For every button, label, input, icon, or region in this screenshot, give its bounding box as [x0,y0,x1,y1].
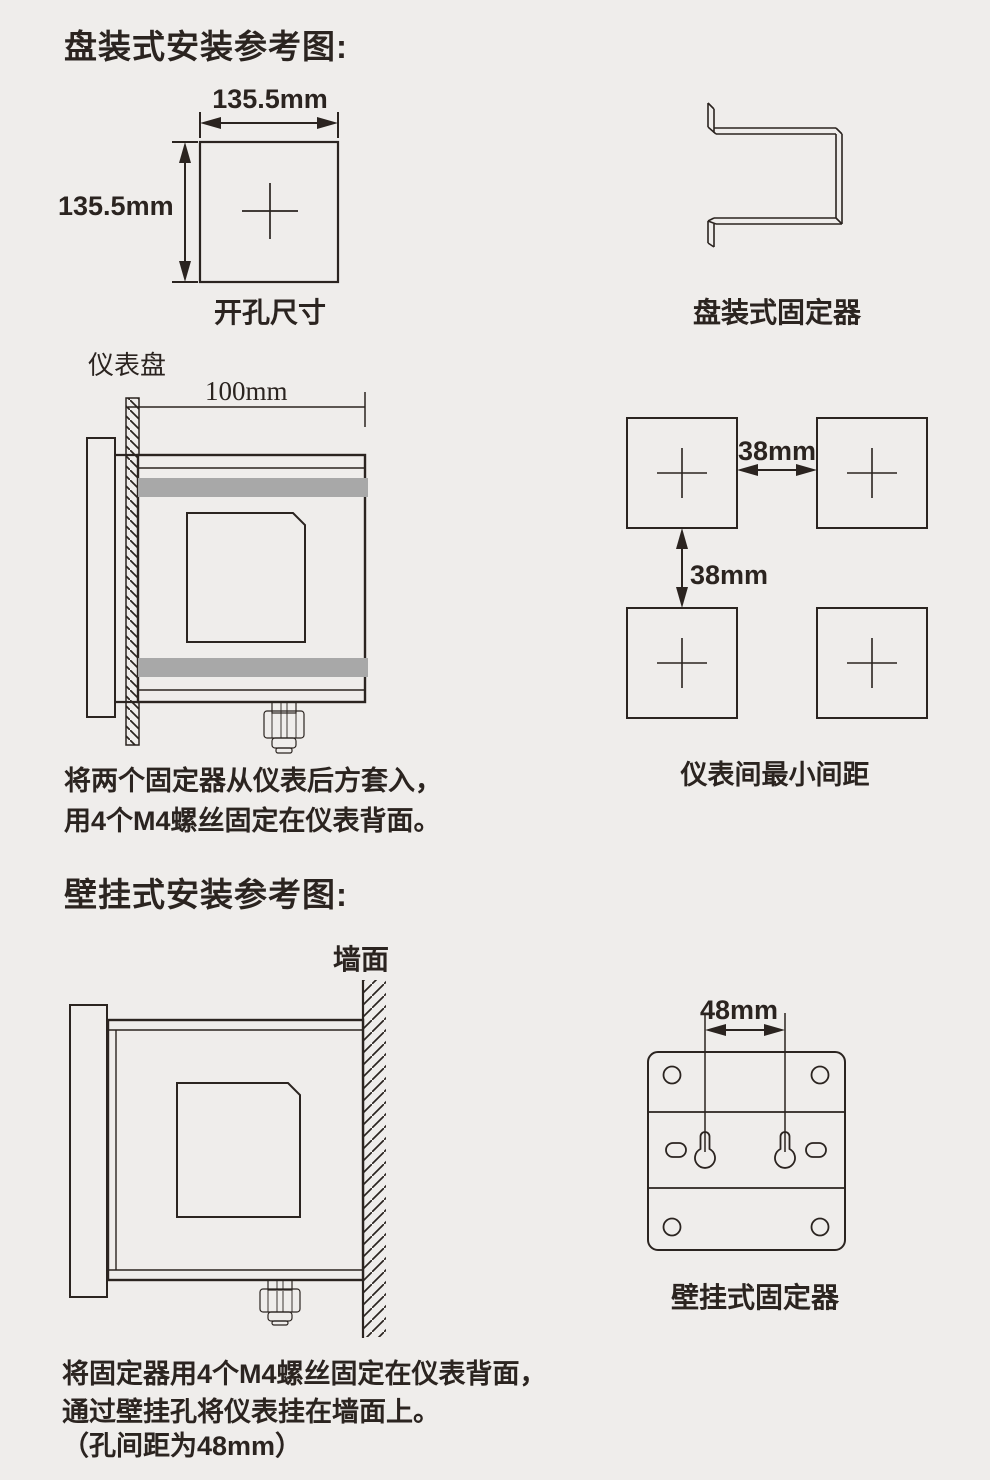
cable-gland [263,701,305,754]
panel-mount-title: 盘装式安装参考图: [64,28,348,65]
wall-fixer-spacing-label: 48mm [700,995,779,1025]
wall-instruction-line-1: 将固定器用4个M4螺丝固定在仪表背面， [62,1359,547,1389]
spacing-vertical-label: 38mm [690,560,769,590]
panel-instruction-line-2: 用4个M4螺丝固定在仪表背面。 [64,806,441,836]
cutout-height-label: 135.5mm [58,191,174,221]
depth-label: 100mm [205,376,288,406]
wall-mount-title: 壁挂式安装参考图: [64,876,348,913]
wall-instruction-line-3: （孔间距为48mm） [62,1431,303,1461]
spacing-diagram [626,417,928,719]
panel-instruction-line-1: 将两个固定器从仪表后方套入， [64,766,442,796]
cutout-caption: 开孔尺寸 [213,297,326,328]
spacing-horizontal-label: 38mm [738,436,817,466]
spacing-caption: 仪表间最小间距 [680,760,870,790]
cutout-width-label: 135.5mm [212,84,328,114]
cutout-diagram [172,112,340,284]
panel-fixer-diagram [707,102,843,248]
panel-label: 仪表盘 [88,351,167,380]
wall-label: 墙面 [333,944,390,975]
wall-fixer-diagram [647,1013,846,1251]
wall-instruction-line-2: 通过壁挂孔将仪表挂在墙面上。 [62,1397,440,1427]
panel-fixer-caption: 盘装式固定器 [692,297,861,328]
wall-side-view-diagram [69,980,386,1338]
wall-fixer-caption: 壁挂式固定器 [670,1282,839,1313]
cable-gland [259,1279,301,1326]
panel-side-view-diagram [86,392,368,754]
